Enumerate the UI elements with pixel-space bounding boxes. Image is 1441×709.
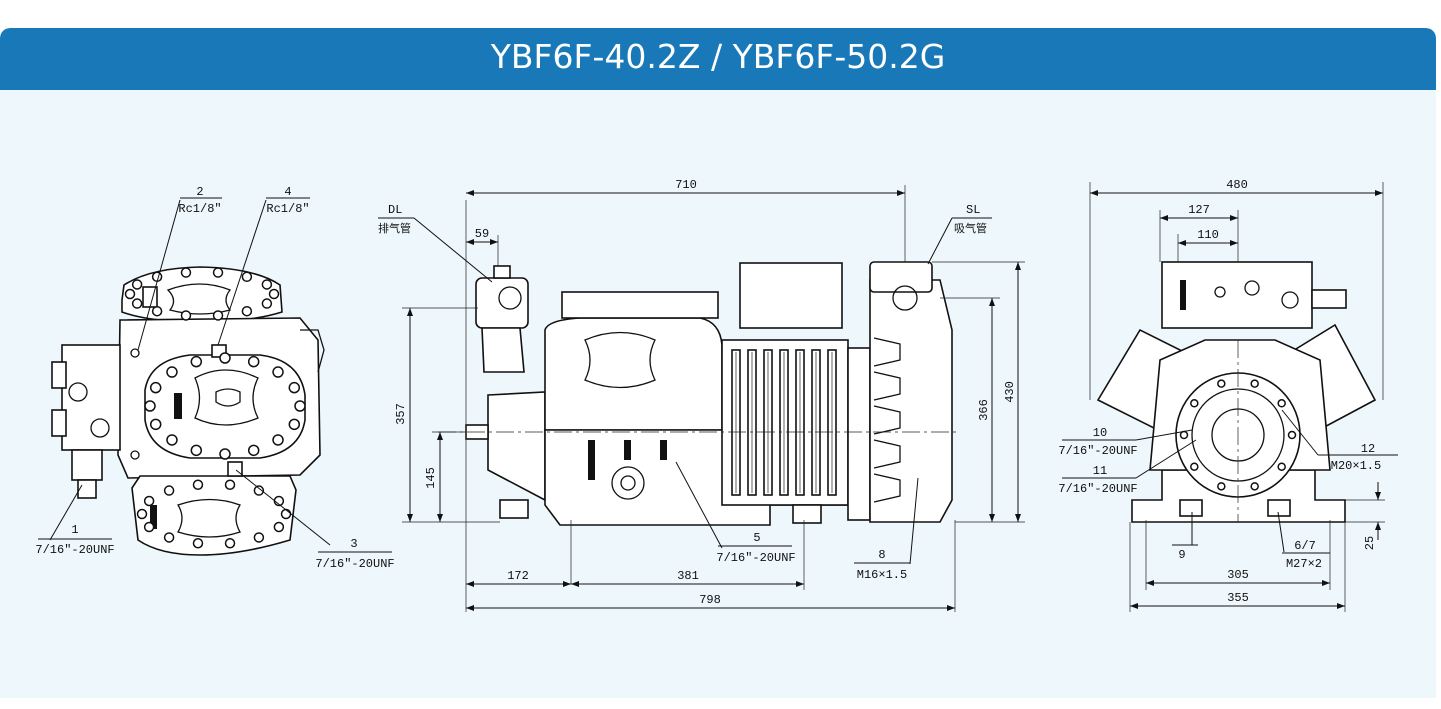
dim-305: 305	[1227, 568, 1249, 582]
callout-12-spec: M20×1.5	[1331, 459, 1381, 473]
dim-172: 172	[507, 569, 529, 583]
left-end-view: 2 Rc1/8" 4 Rc1/8" 1 7/16"-20UNF 3 7/16"-…	[35, 185, 394, 571]
callout-2-number: 2	[196, 185, 203, 199]
dim-59: 59	[475, 227, 489, 241]
callout-6-7-spec: M27×2	[1286, 557, 1322, 571]
dim-381: 381	[677, 569, 699, 583]
callout-5-number: 5	[753, 531, 760, 545]
callout-2-spec: Rc1/8"	[178, 202, 221, 216]
callout-11-number: 11	[1093, 464, 1107, 478]
dl-label: DL	[388, 203, 402, 217]
page-title: YBF6F-40.2Z / YBF6F-50.2G	[490, 37, 946, 76]
bolt-pattern-left	[124, 267, 306, 549]
dim-25: 25	[1363, 536, 1377, 550]
callout-9-number: 9	[1178, 548, 1185, 562]
callout-10-spec: 7/16"-20UNF	[1058, 444, 1137, 458]
dim-355: 355	[1227, 591, 1249, 605]
front-view: 480 127 110 305 355 25 10 7/16"-20UNF 11…	[1058, 178, 1398, 612]
dim-710: 710	[675, 178, 697, 192]
dim-110: 110	[1197, 228, 1219, 242]
callout-5-spec: 7/16"-20UNF	[716, 551, 795, 565]
dim-366: 366	[977, 399, 991, 421]
callout-8-spec: M16×1.5	[857, 568, 907, 582]
callout-12-number: 12	[1361, 442, 1375, 456]
compressor-side-body	[438, 261, 960, 526]
callout-4-spec: Rc1/8"	[266, 202, 309, 216]
flange-bolts	[1179, 379, 1297, 491]
compressor-front-body	[1096, 261, 1377, 523]
dim-127: 127	[1188, 203, 1210, 217]
dim-357: 357	[394, 403, 408, 425]
callout-3-number: 3	[350, 537, 357, 551]
side-view: 710 59 172 381 798 357 145 366 430 DL 排气…	[378, 178, 1025, 612]
callout-1-spec: 7/16"-20UNF	[35, 543, 114, 557]
callout-3-spec: 7/16"-20UNF	[315, 557, 394, 571]
dim-798: 798	[699, 593, 721, 607]
callout-8-number: 8	[878, 548, 885, 562]
callout-6-7-number: 6/7	[1294, 539, 1316, 553]
callout-11-spec: 7/16"-20UNF	[1058, 482, 1137, 496]
dl-pipe-label: 排气管	[378, 221, 411, 235]
callout-4-number: 4	[284, 185, 291, 199]
dim-145: 145	[424, 467, 438, 489]
title-bar: YBF6F-40.2Z / YBF6F-50.2G	[0, 28, 1436, 90]
dim-480: 480	[1226, 178, 1248, 192]
callout-1-number: 1	[71, 523, 78, 537]
sl-label: SL	[966, 203, 980, 217]
technical-drawing: 2 Rc1/8" 4 Rc1/8" 1 7/16"-20UNF 3 7/16"-…	[35, 178, 1398, 612]
dim-430: 430	[1003, 381, 1017, 403]
callout-10-number: 10	[1093, 426, 1107, 440]
sl-pipe-label: 吸气管	[954, 221, 987, 235]
